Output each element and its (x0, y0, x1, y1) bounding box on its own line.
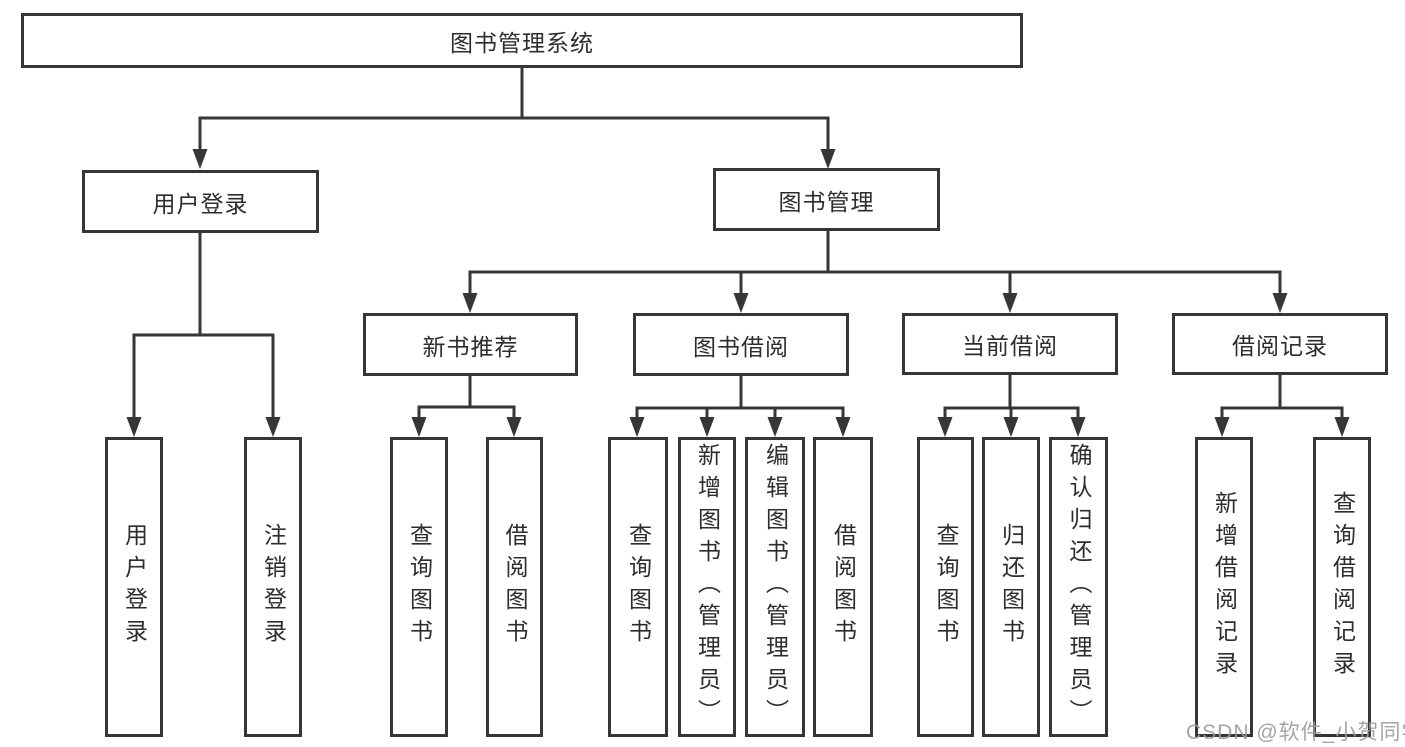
leaf-records-add-record: 新增借阅记录 (1195, 437, 1253, 737)
node-user-login: 用户登录 (82, 170, 319, 233)
leaf-user-login: 用户登录 (105, 437, 163, 737)
leaf-logout: 注销登录 (244, 437, 302, 737)
leaf-borrow-query-books: 查询图书 (608, 437, 668, 737)
node-current-borrow-label: 当前借阅 (962, 333, 1058, 359)
leaf-records-query-record: 查询借阅记录 (1313, 437, 1371, 737)
leaf-recommend-query-books: 查询图书 (390, 437, 448, 737)
leaf-current-query-books: 查询图书 (917, 437, 974, 737)
node-borrow-records: 借阅记录 (1172, 313, 1388, 375)
leaf-borrow-add-books-admin-label: 新增图书（管理员） (694, 443, 721, 731)
node-new-book-recommend: 新书推荐 (363, 313, 578, 376)
leaf-recommend-borrow-books: 借阅图书 (486, 437, 543, 737)
node-root-label: 图书管理系统 (450, 29, 594, 56)
node-new-book-recommend-label: 新书推荐 (422, 333, 519, 360)
leaf-borrow-borrow-books: 借阅图书 (813, 437, 873, 737)
leaf-logout-label: 注销登录 (260, 523, 287, 651)
leaf-current-return-books-label: 归还图书 (998, 523, 1025, 651)
node-user-login-label: 用户登录 (152, 190, 249, 217)
leaf-current-return-books: 归还图书 (982, 437, 1040, 737)
leaf-user-login-label: 用户登录 (121, 523, 148, 651)
leaf-records-query-record-label: 查询借阅记录 (1329, 491, 1356, 683)
leaf-records-add-record-label: 新增借阅记录 (1211, 491, 1238, 683)
leaf-borrow-edit-books-admin-label: 编辑图书（管理员） (762, 443, 789, 731)
node-book-borrow: 图书借阅 (633, 313, 849, 376)
leaf-recommend-borrow-books-label: 借阅图书 (502, 523, 528, 651)
node-current-borrow: 当前借阅 (902, 313, 1118, 375)
leaf-recommend-query-books-label: 查询图书 (406, 523, 433, 651)
leaf-borrow-edit-books-admin: 编辑图书（管理员） (745, 437, 805, 737)
node-borrow-records-label: 借阅记录 (1232, 333, 1328, 359)
leaf-borrow-query-books-label: 查询图书 (625, 523, 652, 651)
node-book-management: 图书管理 (713, 168, 940, 231)
leaf-borrow-borrow-books-label: 借阅图书 (830, 523, 857, 651)
node-root: 图书管理系统 (21, 13, 1023, 68)
leaf-current-query-books-label: 查询图书 (933, 523, 959, 651)
leaf-current-confirm-return-admin-label: 确认归还（管理员） (1066, 443, 1092, 731)
leaf-borrow-add-books-admin: 新增图书（管理员） (678, 437, 736, 737)
node-book-borrow-label: 图书借阅 (693, 333, 789, 360)
leaf-current-confirm-return-admin: 确认归还（管理员） (1049, 437, 1108, 737)
node-book-management-label: 图书管理 (778, 188, 875, 215)
csdn-watermark: CSDN @软件_小贺同学 (1186, 721, 1405, 744)
